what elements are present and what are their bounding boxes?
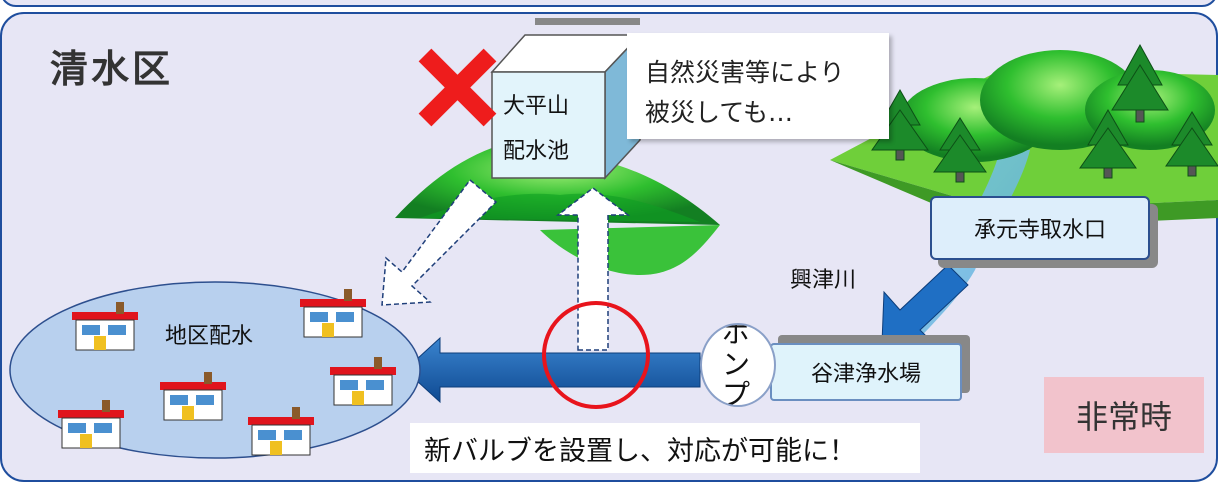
new-route-arrow — [555, 187, 631, 351]
damage-cross-icon — [418, 48, 497, 127]
houses — [58, 289, 396, 456]
district-title: 清水区 — [50, 47, 174, 91]
pump-circle: ポ ン プ — [700, 323, 776, 407]
callout-line2: 被災しても… — [645, 98, 794, 127]
disaster-callout: 自然災害等により 被災しても… — [627, 33, 889, 139]
reservoir-name-line2: 配水池 — [503, 139, 570, 164]
treatment-plant-box: 谷津浄水場 — [770, 343, 962, 401]
disrupted-flow-arrow — [381, 178, 498, 306]
emergency-badge: 非常時 — [1044, 377, 1204, 453]
river-label: 興津川 — [790, 268, 857, 293]
reservoir-name-line1: 大平山 — [503, 94, 570, 119]
pump-char-3: プ — [722, 378, 751, 407]
pump-char-1: ポ — [722, 323, 751, 349]
pine-trees — [871, 43, 1218, 183]
intake-box: 承元寺取水口 — [930, 196, 1150, 260]
distribution-label: 地区配水 — [165, 324, 254, 349]
callout-line1: 自然災害等により — [645, 58, 845, 87]
new-valve-circle — [542, 301, 650, 409]
valve-note: 新バルブを設置し、対応が可能に！ — [410, 423, 920, 473]
river-flow-arrow — [881, 264, 969, 346]
supply-pipe-arrow — [404, 336, 701, 404]
pump-char-2: ン — [722, 348, 751, 381]
